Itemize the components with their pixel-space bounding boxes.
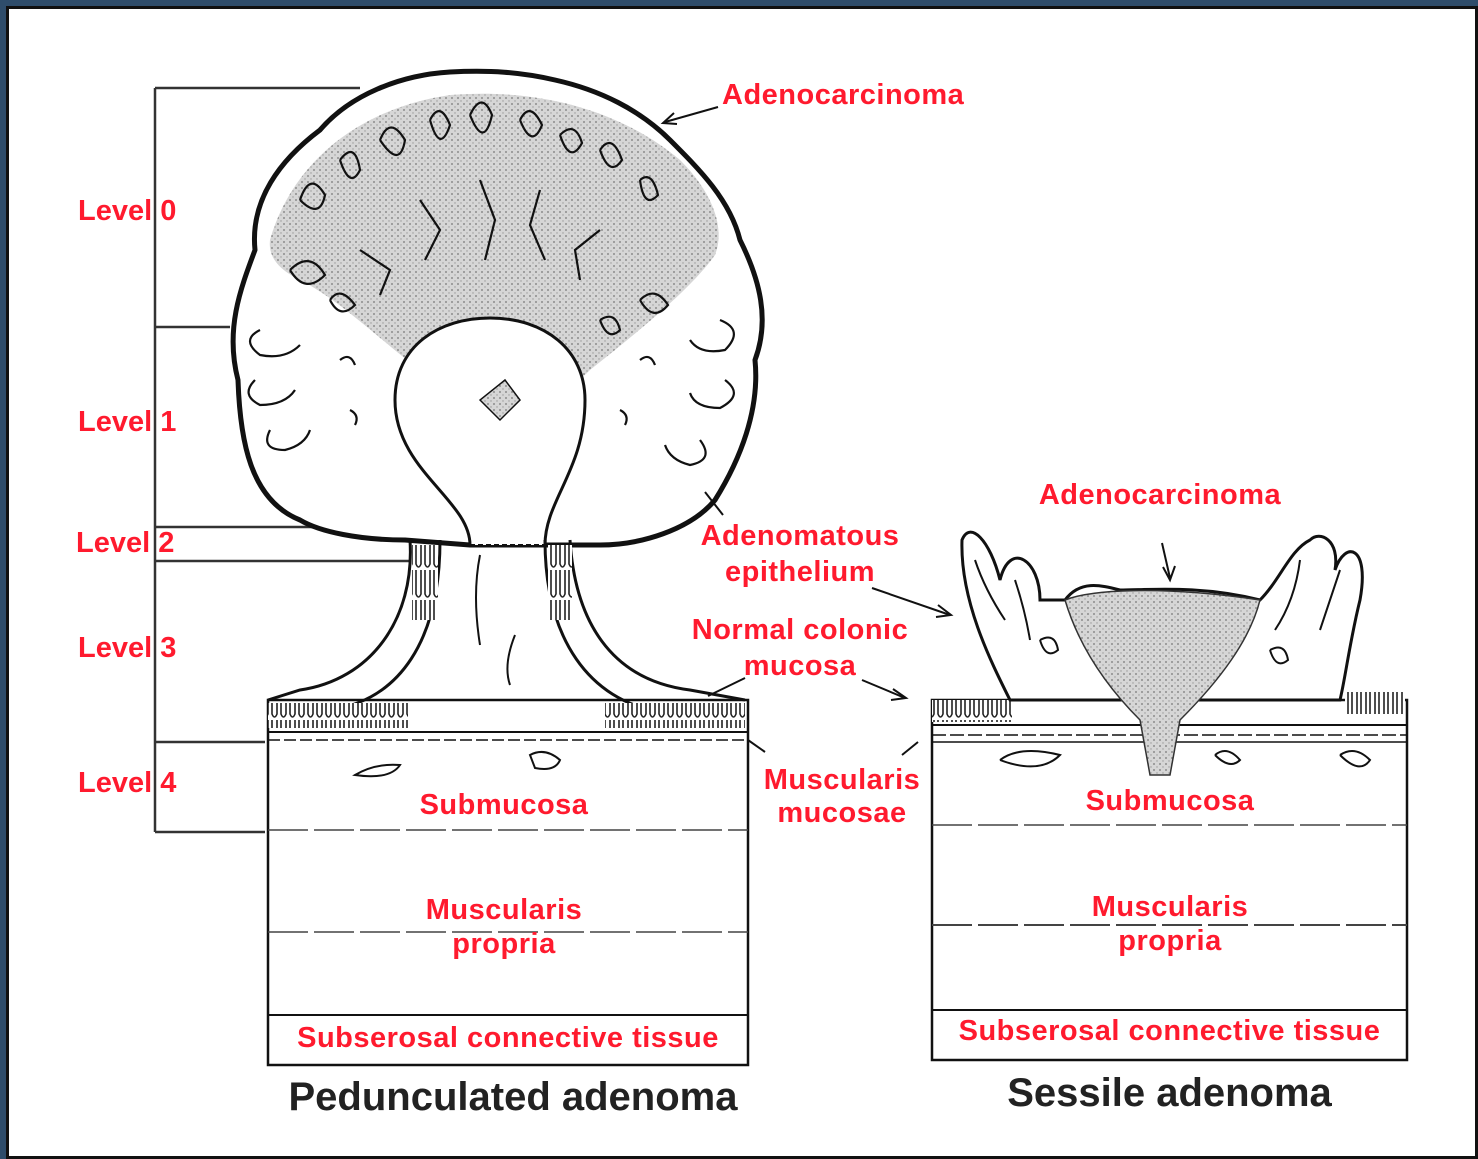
- pedunculated-polyp-head: [233, 71, 762, 545]
- subserosal-label-sessile: Subserosal connective tissue: [932, 1014, 1407, 1048]
- pedunculated-caption: Pedunculated adenoma: [268, 1075, 758, 1119]
- adenomatous-epithelium-label-line1: Adenomatous: [690, 519, 910, 553]
- muscularis-propria-label-sessile-line2: propria: [1050, 924, 1290, 958]
- normal-colonic-mucosa-label-line2: mucosa: [680, 649, 920, 683]
- level-0-label: Level 0: [78, 194, 176, 228]
- submucosa-label-sessile: Submucosa: [1050, 784, 1290, 818]
- pedunculated-wall: [268, 700, 748, 1065]
- adenomatous-epithelium-label-line2: epithelium: [690, 555, 910, 589]
- muscularis-propria-label-sessile-line1: Muscularis: [1050, 890, 1290, 924]
- adenocarcinoma-label-pedunculated: Adenocarcinoma: [722, 78, 964, 112]
- pedunculated-stalk: [268, 540, 745, 720]
- muscularis-mucosae-label-line2: mucosae: [752, 796, 932, 830]
- level-2-label: Level 2: [76, 526, 174, 560]
- submucosa-label-pedunculated: Submucosa: [384, 788, 624, 822]
- level-1-label: Level 1: [78, 405, 176, 439]
- muscularis-propria-label-pedunculated-line2: propria: [384, 927, 624, 961]
- sessile-caption: Sessile adenoma: [932, 1071, 1407, 1115]
- adenocarcinoma-label-sessile: Adenocarcinoma: [1030, 478, 1290, 512]
- muscularis-propria-label-pedunculated-line1: Muscularis: [384, 893, 624, 927]
- level-3-label: Level 3: [78, 631, 176, 665]
- subserosal-label-pedunculated: Subserosal connective tissue: [268, 1021, 748, 1055]
- muscularis-mucosae-label-line1: Muscularis: [752, 763, 932, 797]
- level-4-label: Level 4: [78, 766, 176, 800]
- normal-colonic-mucosa-label-line1: Normal colonic: [680, 613, 920, 647]
